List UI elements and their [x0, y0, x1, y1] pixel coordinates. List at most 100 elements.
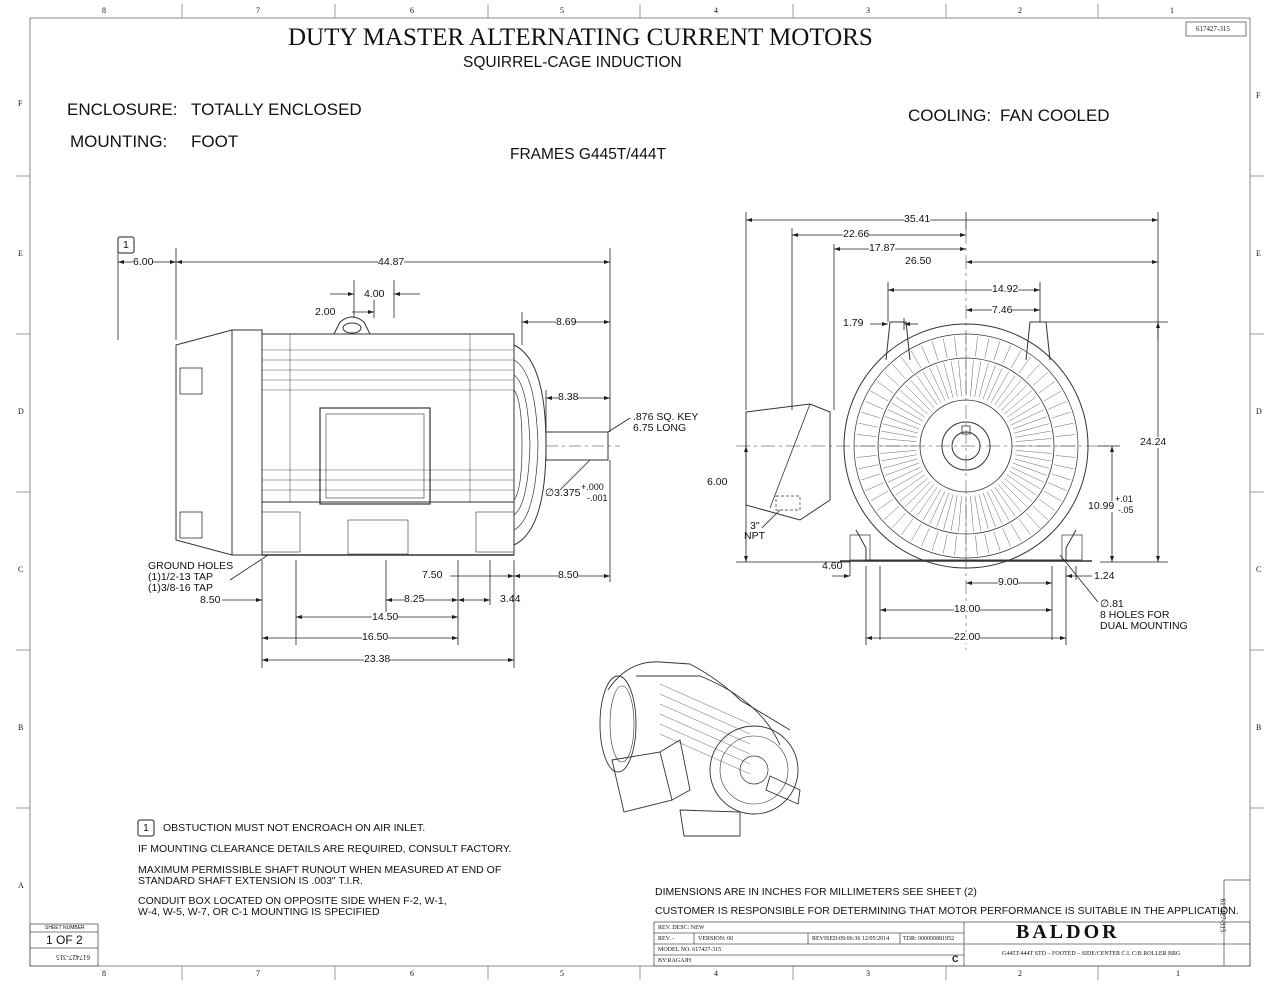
sheet-number-box: [29, 923, 99, 967]
cooling-fin: [954, 535, 957, 556]
page-title: DUTY MASTER ALTERNATING CURRENT MOTORS: [288, 24, 873, 51]
cooling-fin: [887, 466, 921, 483]
cooling-fin: [1010, 523, 1022, 542]
cooling-fin: [1012, 416, 1047, 430]
cooling-fin: [1015, 450, 1052, 454]
mounting-value: FOOT: [191, 132, 239, 151]
cooling-fin: [997, 379, 1022, 408]
cooling-fin: [1006, 474, 1037, 496]
side-drawing-number: 617427-315: [1218, 898, 1227, 933]
cooling-fin: [1010, 350, 1022, 369]
cooling-fin: [882, 458, 918, 469]
cooling-fin: [975, 336, 978, 357]
dim-6-00-end: 6.00: [707, 476, 728, 488]
cooling-fin: [978, 494, 989, 530]
cooling-fin: [931, 531, 939, 551]
isometric-motor-view: [599, 661, 801, 837]
cooling-fin: [993, 531, 1001, 551]
drawing-size: C: [952, 954, 959, 964]
cooling-fin: [1048, 401, 1067, 410]
side-view-motor: [175, 316, 620, 556]
note-4-line-2: W-4, W-5, W-7, OR C-1 MOUNTING IS SPECIF…: [138, 906, 380, 918]
cooling-fin: [861, 411, 881, 419]
zone-row-b: B: [18, 723, 24, 732]
cooling-fin: [881, 430, 917, 438]
cooling-fin: [1006, 396, 1037, 418]
responsibility-note: CUSTOMER IS RESPONSIBLE FOR DETERMINING …: [655, 905, 1239, 917]
cooling-fin: [1012, 462, 1047, 476]
cooling-fin: [916, 375, 938, 406]
cooling-fin: [1014, 423, 1050, 434]
cooling-fin: [899, 390, 928, 415]
cooling-fin: [1048, 482, 1067, 491]
cooling-fin: [1018, 356, 1031, 374]
note-2: IF MOUNTING CLEARANCE DETAILS ARE REQUIR…: [138, 843, 512, 855]
cooling-fin: [895, 396, 926, 418]
drawing-description: G445T/444T STD – FOOTED – SIDE/CENTER C.…: [1002, 951, 1181, 957]
shaft-tolerance-plus: +.000: [581, 482, 604, 492]
zone-col-7: 7: [256, 6, 260, 15]
cooling-fin: [922, 371, 942, 403]
dim-8-38: 8.38: [558, 391, 579, 403]
cooling-fin: [950, 495, 958, 531]
zone-row-d: D: [18, 407, 24, 416]
zone-col-8: 8: [102, 6, 106, 15]
dim-1-79: 1.79: [843, 317, 864, 329]
enclosure-value: TOTALLY ENCLOSED: [191, 100, 362, 119]
cooling-fin: [916, 486, 938, 517]
cooling-fin: [942, 338, 948, 359]
cooling-fin: [856, 434, 877, 437]
cooling-fin: [950, 361, 958, 397]
ground-holes-label: GROUND HOLES: [148, 560, 234, 572]
cooling-fin: [921, 528, 930, 547]
title-block-grid: [653, 879, 1251, 967]
units-note: DIMENSIONS ARE IN INCHES FOR MILLIMETERS…: [655, 886, 977, 898]
shaft-diameter: ∅3.375: [545, 487, 581, 499]
zone-col-2: 2: [1018, 6, 1022, 15]
dim-9-00: 9.00: [998, 576, 1019, 588]
cooling-fin: [1015, 430, 1051, 438]
side-view-dimension-lines: [117, 236, 631, 668]
zone-row-c: C: [18, 565, 24, 574]
cooling-fin: [936, 365, 950, 400]
cooling-fin: [1043, 490, 1062, 502]
cooling-fin: [881, 454, 917, 462]
cooling-fin: [997, 484, 1022, 513]
zone-row-f: F: [1256, 91, 1261, 100]
cooling-fin: [901, 356, 914, 374]
zone-row-c: C: [1256, 565, 1262, 574]
sheet-number-value: 1 OF 2: [46, 933, 83, 947]
cooling-fin: [865, 401, 884, 410]
cooling-fin: [994, 375, 1016, 406]
cooling-fin: [929, 491, 946, 525]
cooling-fin: [931, 341, 939, 361]
cooling-fin: [1026, 512, 1040, 528]
tdr-field: TDR: 000000881952: [903, 936, 955, 942]
dim-16-50: 16.50: [362, 631, 389, 643]
dim-8-50-right: 8.50: [558, 569, 579, 581]
cooling-fin: [922, 489, 942, 521]
cooling-fin: [910, 484, 935, 513]
zone-row-e: E: [18, 249, 23, 258]
cooling-fin: [1032, 506, 1048, 520]
cooling-fin: [1011, 409, 1045, 426]
cooling-fin: [910, 379, 935, 408]
cooling-fin: [1015, 454, 1051, 462]
cooling-fin: [1015, 438, 1052, 442]
dim-7-50: 7.50: [422, 569, 443, 581]
zone-row-e: E: [1256, 249, 1261, 258]
dim-2-00: 2.00: [315, 306, 336, 318]
dim-44-87: 44.87: [378, 256, 405, 268]
note-callout-number: 1: [143, 822, 149, 834]
rev-field: REV. -: [658, 936, 675, 942]
sheet-border: [16, 4, 1264, 980]
note-1: OBSTUCTION MUST NOT ENCROACH ON AIR INLE…: [163, 822, 426, 834]
zone-row-b: B: [1256, 723, 1262, 732]
note-callout-box: [137, 819, 155, 837]
zone-col-1: 1: [1170, 6, 1174, 15]
cooling-fin: [905, 385, 931, 411]
dim-6-00: 6.00: [133, 256, 154, 268]
dim-8-25: 8.25: [404, 593, 425, 605]
cooling-fin: [1009, 402, 1041, 422]
cooling-fin: [870, 490, 889, 502]
